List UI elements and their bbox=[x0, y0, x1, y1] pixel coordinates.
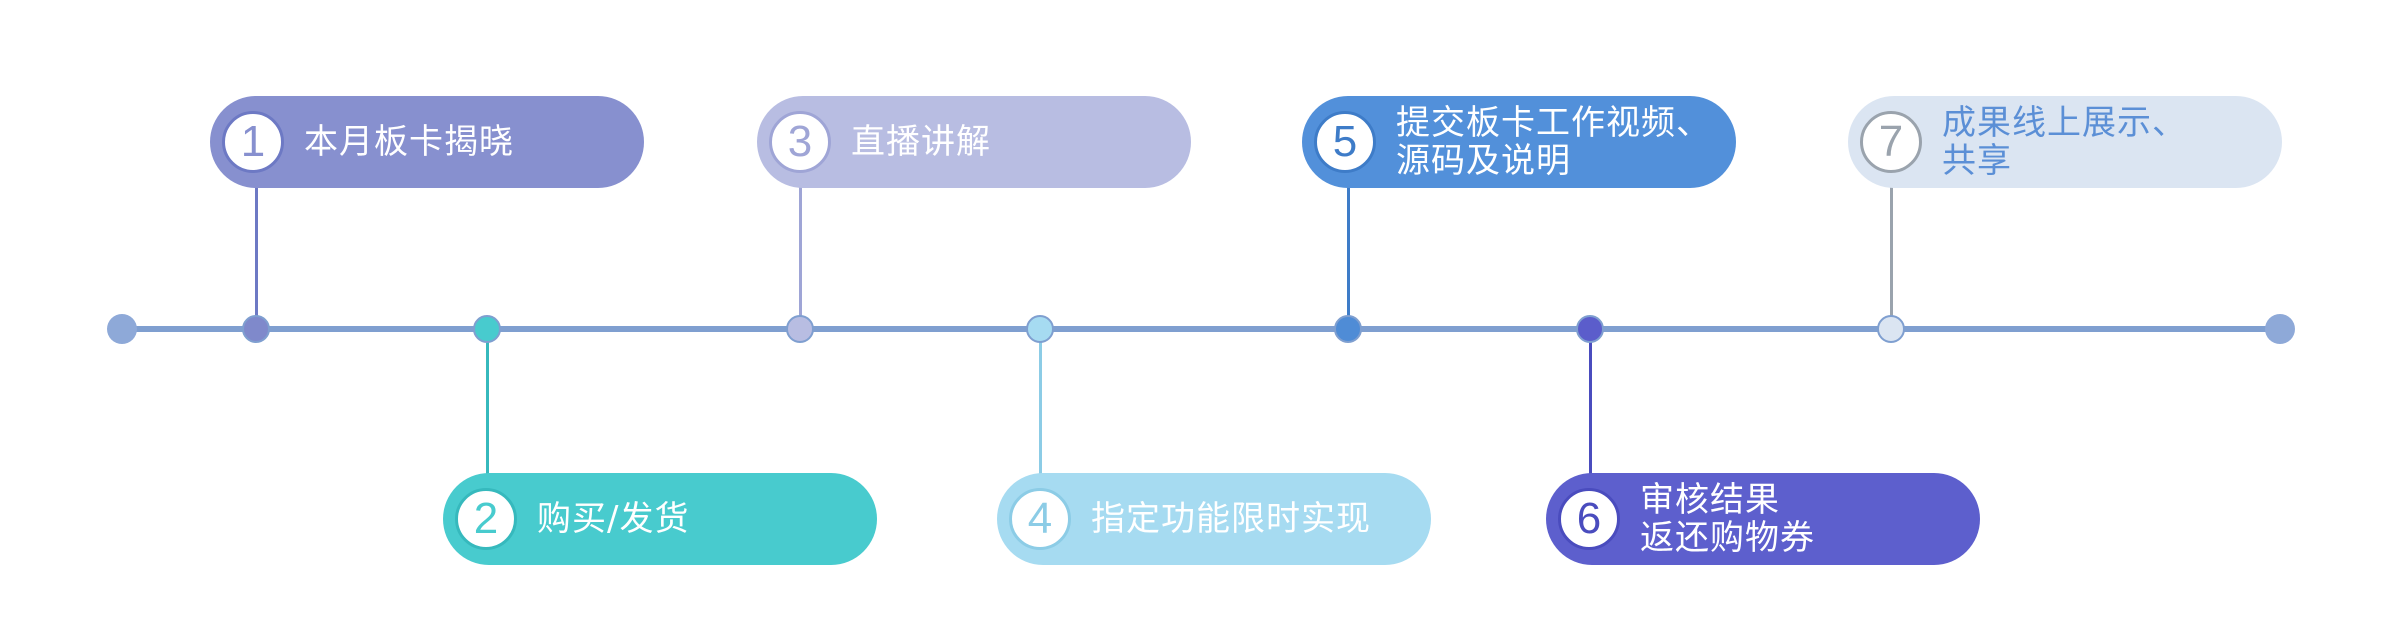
step-2-connector bbox=[485, 329, 489, 477]
step-7-pill: 7 成果线上展示、共享 bbox=[1848, 96, 2282, 188]
timeline-start-dot bbox=[107, 314, 137, 344]
step-7-label-line: 共享 bbox=[1942, 141, 2012, 181]
timeline-end-dot bbox=[2265, 314, 2295, 344]
step-5-label-line: 提交板卡工作视频、 bbox=[1396, 103, 1711, 143]
step-6-label-line: 返还购物券 bbox=[1640, 518, 1815, 558]
step-1-node bbox=[242, 315, 270, 343]
step-6-label-line: 审核结果 bbox=[1640, 480, 1780, 520]
step-1-connector bbox=[254, 184, 258, 329]
step-7-label-line: 成果线上展示、 bbox=[1942, 103, 2187, 143]
step-7-node bbox=[1877, 315, 1905, 343]
step-5-label: 提交板卡工作视频、源码及说明 bbox=[1396, 104, 1711, 180]
step-6-pill: 6 审核结果返还购物券 bbox=[1546, 473, 1980, 565]
step-4-label: 指定功能限时实现 bbox=[1091, 500, 1371, 538]
step-7-label: 成果线上展示、共享 bbox=[1942, 104, 2187, 180]
step-3-number-badge: 3 bbox=[769, 111, 831, 173]
step-2-number-badge: 2 bbox=[455, 488, 517, 550]
step-5-pill: 5 提交板卡工作视频、源码及说明 bbox=[1302, 96, 1736, 188]
step-3-label-line: 直播讲解 bbox=[851, 122, 991, 162]
step-7-number-badge: 7 bbox=[1860, 111, 1922, 173]
step-6-connector bbox=[1588, 329, 1592, 477]
step-3-connector bbox=[798, 184, 802, 329]
step-1-number-badge: 1 bbox=[222, 111, 284, 173]
step-4-node bbox=[1026, 315, 1054, 343]
step-5-label-line: 源码及说明 bbox=[1396, 141, 1571, 181]
step-5-node bbox=[1334, 315, 1362, 343]
step-2-label-line: 购买/发货 bbox=[537, 499, 690, 539]
step-1-pill: 1 本月板卡揭晓 bbox=[210, 96, 644, 188]
step-4-connector bbox=[1038, 329, 1042, 477]
step-4-label-line: 指定功能限时实现 bbox=[1091, 499, 1371, 539]
timeline-axis bbox=[122, 326, 2290, 332]
step-6-node bbox=[1576, 315, 1604, 343]
step-4-number-badge: 4 bbox=[1009, 488, 1071, 550]
step-7-connector bbox=[1889, 184, 1893, 329]
step-2-node bbox=[473, 315, 501, 343]
step-1-label-line: 本月板卡揭晓 bbox=[304, 122, 514, 162]
step-2-label: 购买/发货 bbox=[537, 500, 689, 538]
step-6-number-badge: 6 bbox=[1558, 488, 1620, 550]
step-3-pill: 3 直播讲解 bbox=[757, 96, 1191, 188]
step-2-pill: 2 购买/发货 bbox=[443, 473, 877, 565]
step-6-label: 审核结果返还购物券 bbox=[1640, 481, 1815, 557]
step-3-node bbox=[786, 315, 814, 343]
step-4-pill: 4 指定功能限时实现 bbox=[997, 473, 1431, 565]
step-5-number-badge: 5 bbox=[1314, 111, 1376, 173]
step-1-label: 本月板卡揭晓 bbox=[304, 123, 514, 161]
step-5-connector bbox=[1346, 184, 1350, 329]
step-3-label: 直播讲解 bbox=[851, 123, 991, 161]
